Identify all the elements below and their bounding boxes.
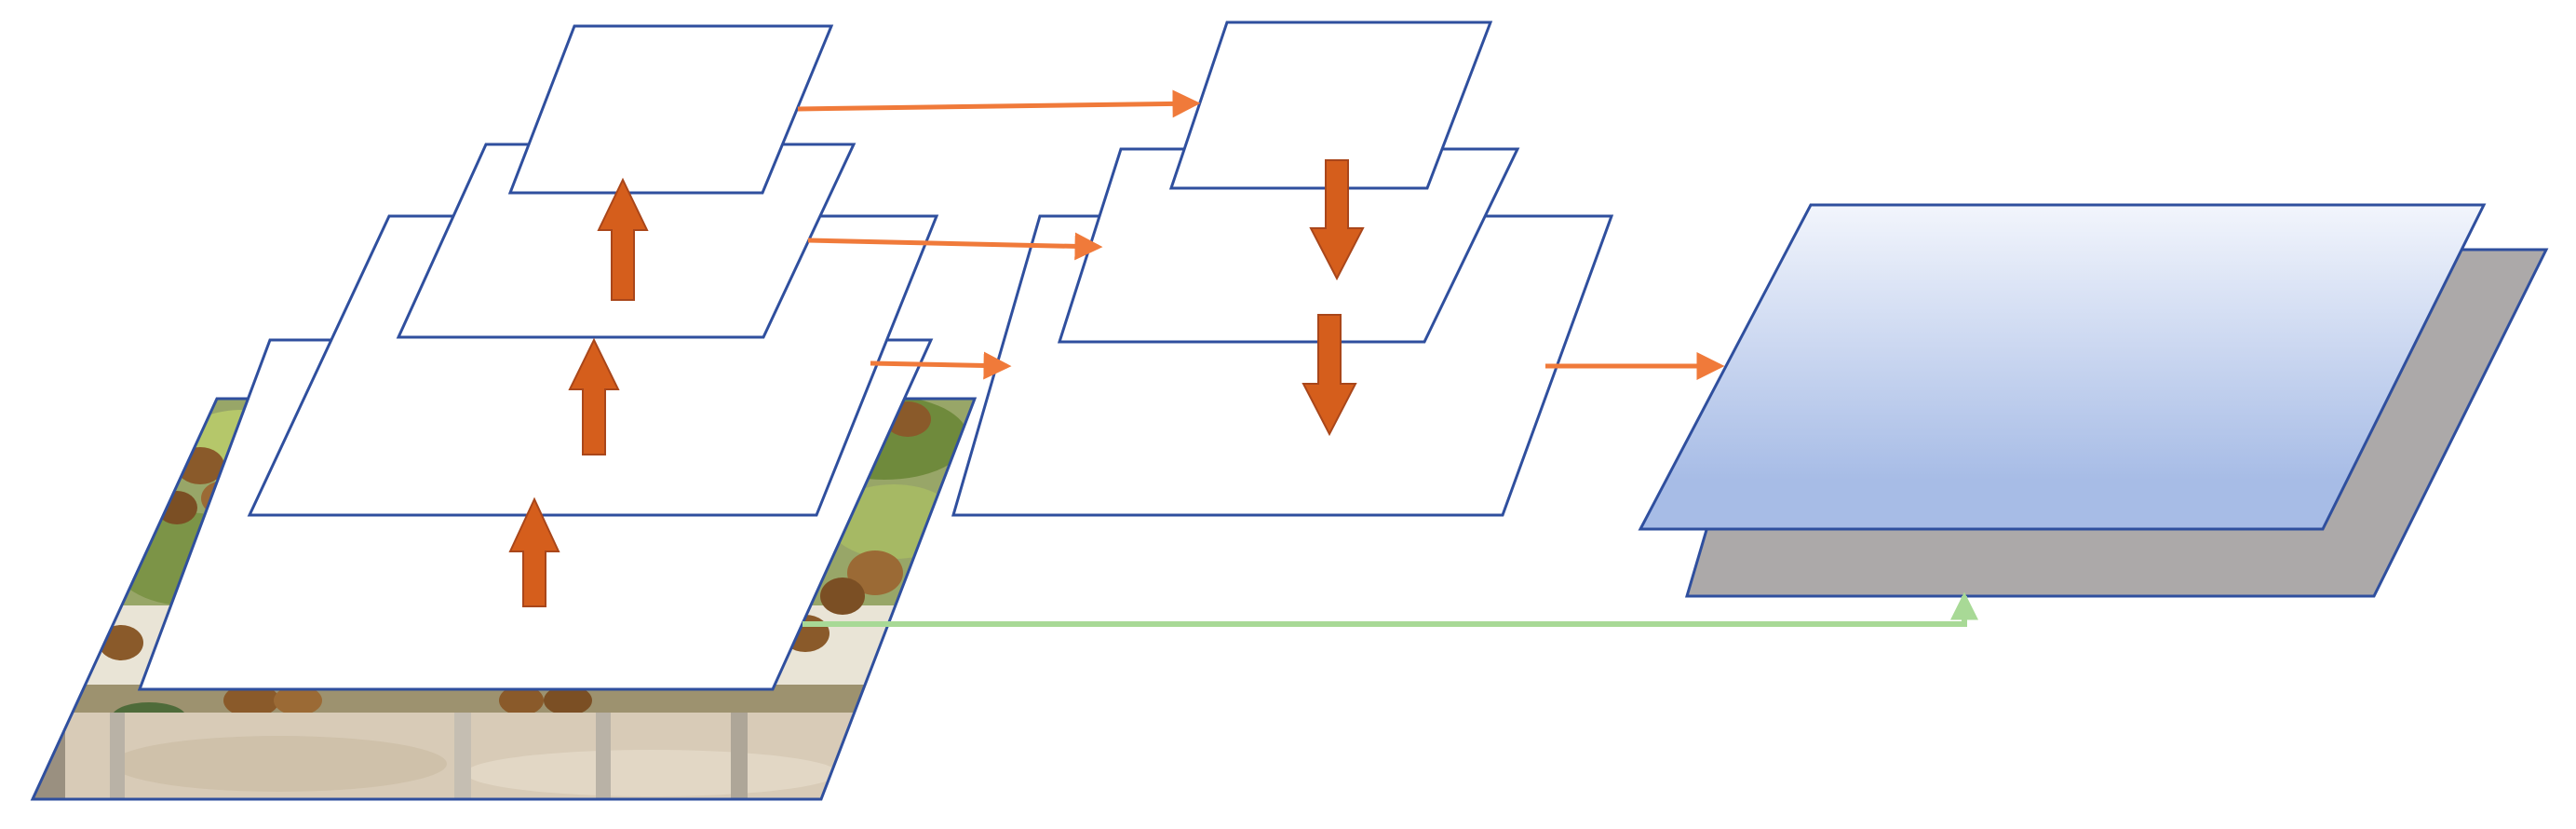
backbone-level-4-plane: [507, 24, 834, 195]
lateral-connections: [797, 89, 1725, 380]
downsample-arrow-icon: [1301, 314, 1357, 437]
skip-connection: [802, 591, 1978, 627]
bottom-up-pathway: [137, 24, 939, 691]
lateral-arrow: [807, 232, 1103, 261]
lateral-arrow: [797, 89, 1201, 118]
pyramid-level-3-plane: [1168, 20, 1493, 190]
upsample-arrow-icon: [568, 337, 620, 455]
output-plane: [1638, 203, 2487, 531]
top-down-pathway: [951, 20, 1614, 517]
output-feature-map: [1638, 203, 2549, 598]
upsample-arrow-icon: [597, 177, 649, 301]
upsample-arrow-icon: [508, 496, 560, 607]
downsample-arrow-icon: [1309, 159, 1365, 281]
skip-connection-arrow: [802, 591, 1978, 627]
lateral-arrow: [870, 351, 1012, 380]
